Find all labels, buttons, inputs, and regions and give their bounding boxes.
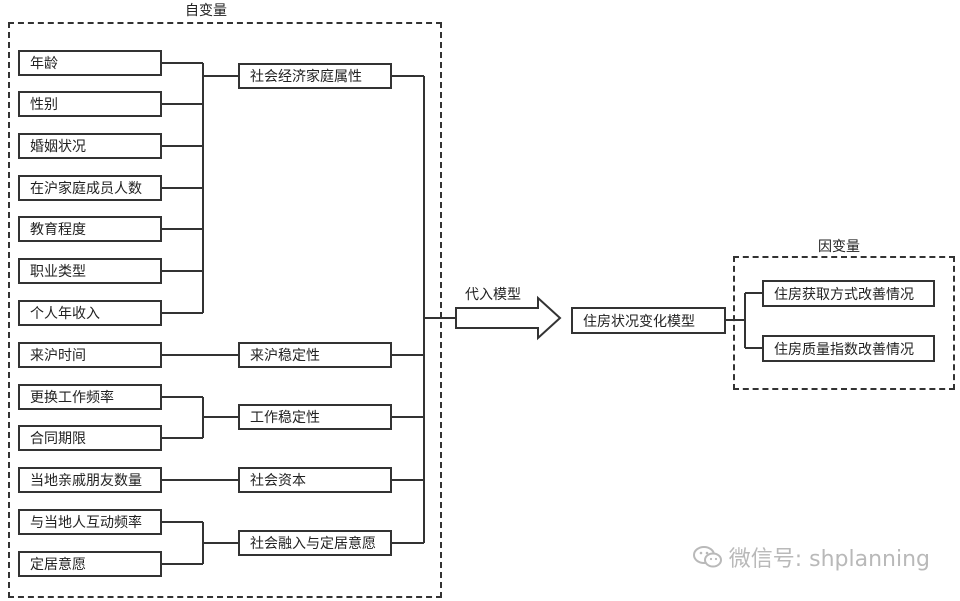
category-social-integration: 社会融入与定居意愿 [238,530,392,556]
variable-occupation: 职业类型 [18,258,162,284]
watermark: 微信号: shplanning [692,541,930,573]
watermark-text: 微信号: shplanning [728,547,930,572]
model-box: 住房状况变化模型 [571,307,726,334]
independent-variables-group [8,22,442,598]
independent-variables-label: 自变量 [185,3,227,19]
category-social-capital: 社会资本 [238,467,392,493]
variable-local-interaction: 与当地人互动频率 [18,509,162,535]
variable-family-members: 在沪家庭成员人数 [18,175,162,201]
category-residence-stability: 来沪稳定性 [238,342,392,368]
outcome-quality: 住房质量指数改善情况 [762,335,935,362]
category-job-stability: 工作稳定性 [238,404,392,430]
wechat-icon [692,546,722,568]
variable-settle-intention: 定居意愿 [18,551,162,577]
variable-job-change-freq: 更换工作频率 [18,384,162,410]
variable-arrival-time: 来沪时间 [18,342,162,368]
variable-income: 个人年收入 [18,300,162,326]
dependent-variables-group [733,256,955,390]
outcome-acquisition: 住房获取方式改善情况 [762,280,935,307]
variable-education: 教育程度 [18,216,162,242]
variable-marital-status: 婚姻状况 [18,133,162,159]
arrow-label: 代入模型 [465,287,521,303]
block-arrow [455,295,562,341]
dependent-variables-label: 因变量 [818,239,860,255]
variable-contract-term: 合同期限 [18,425,162,451]
category-socioeconomic: 社会经济家庭属性 [238,63,392,89]
variable-local-relatives: 当地亲戚朋友数量 [18,467,162,493]
variable-age: 年龄 [18,50,162,76]
variable-gender: 性别 [18,91,162,117]
